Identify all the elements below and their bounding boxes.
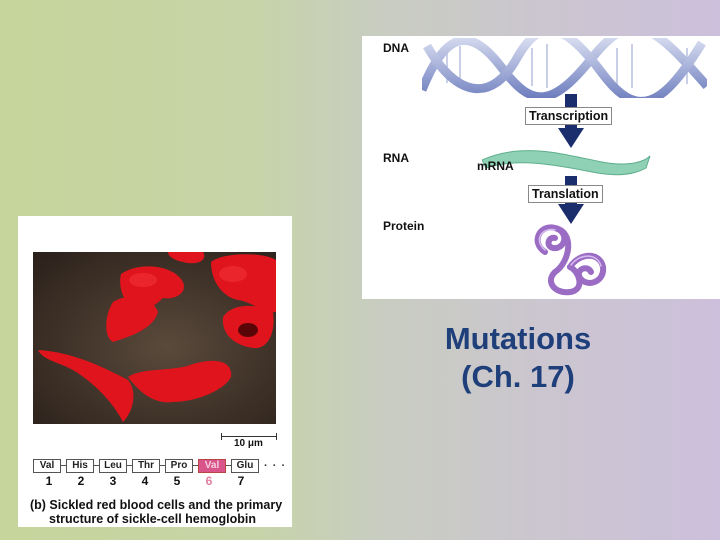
- mrna-strand-icon: [482, 150, 651, 176]
- scale-label: 10 μm: [234, 438, 263, 449]
- residue-box: His: [61, 459, 94, 473]
- residue-box: Glu: [226, 459, 259, 473]
- position-number: 2: [77, 474, 85, 488]
- mutated-position-number: 6: [205, 474, 213, 488]
- mrna-label: mRNA: [477, 159, 514, 173]
- sickle-cells-micrograph: [33, 252, 276, 424]
- residue-positions: 1 2 3 4 5 6 7: [33, 474, 257, 488]
- position-number: 3: [109, 474, 117, 488]
- title-line-1: Mutations: [444, 321, 592, 356]
- scale-bar: [221, 433, 277, 440]
- central-dogma-diagram: DNA Transcription RNA mRNA Translation P…: [362, 36, 720, 299]
- sequence-continuation: · · ·: [264, 460, 287, 472]
- caption-line-1: (b) Sickled red blood cells and the prim…: [30, 498, 283, 512]
- position-number: 1: [45, 474, 53, 488]
- residue-box: Leu: [94, 459, 127, 473]
- amino-acid-sequence: Val His Leu Thr Pro Val Glu · · ·: [33, 459, 286, 473]
- transcription-label: Transcription: [525, 107, 613, 125]
- residue-box: Thr: [127, 459, 160, 473]
- protein-coil-icon: [534, 224, 607, 296]
- residue-box: Val: [33, 459, 61, 473]
- rna-label: RNA: [383, 151, 409, 165]
- position-number: 4: [141, 474, 149, 488]
- red-blood-cells-image: [38, 252, 276, 422]
- caption-line-2: structure of sickle-cell hemoglobin: [49, 512, 256, 526]
- dna-label: DNA: [383, 41, 409, 55]
- sickle-cell-figure: 10 μm Val His Leu Thr Pro Val Glu · · · …: [18, 216, 292, 527]
- residue-box: Pro: [160, 459, 193, 473]
- title-line-2: (Ch. 17): [461, 359, 575, 394]
- figure-caption: (b) Sickled red blood cells and the prim…: [30, 498, 290, 526]
- translation-label: Translation: [528, 185, 603, 203]
- protein-label: Protein: [383, 219, 425, 233]
- position-number: 5: [173, 474, 181, 488]
- mutated-residue-box: Val: [193, 459, 226, 473]
- slide-title: Mutations (Ch. 17): [400, 320, 636, 396]
- dna-helix-icon: [422, 38, 707, 98]
- position-number: 7: [237, 474, 245, 488]
